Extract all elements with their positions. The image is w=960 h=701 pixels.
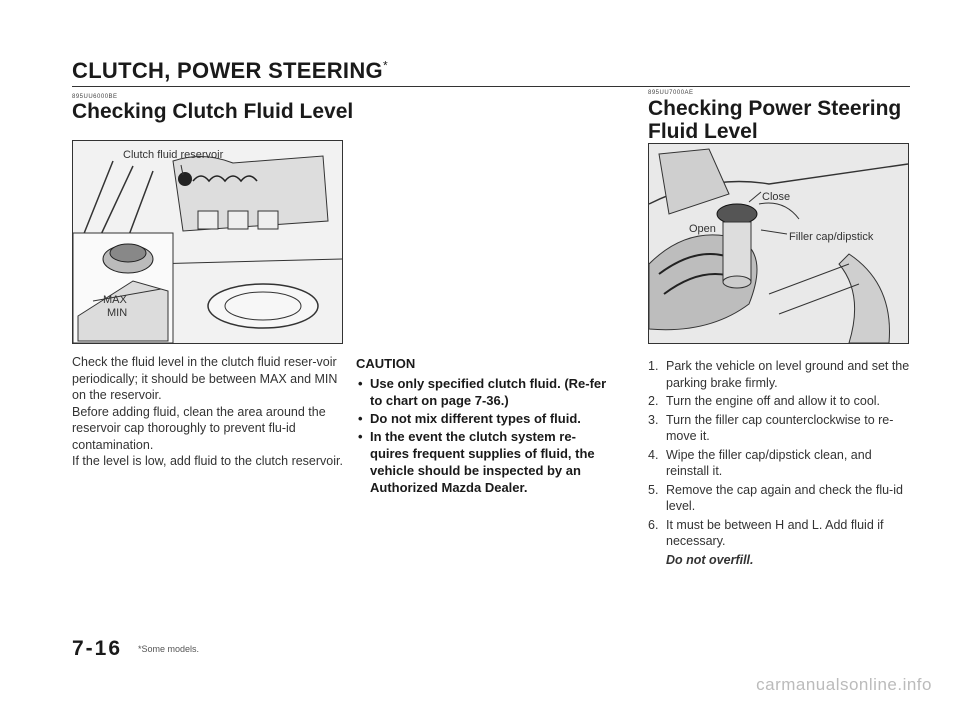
caution-item: Use only specified clutch fluid. (Re-fer… — [356, 375, 608, 409]
step-item: 6. It must be between H and L. Add fluid … — [648, 517, 914, 550]
power-steering-figure: Close Open Filler cap/dipstick — [648, 143, 909, 344]
step-item: 2. Turn the engine off and allow it to co… — [648, 393, 914, 410]
open-label: Open — [689, 223, 716, 235]
step-text: It must be between H and L. Add fluid if… — [666, 517, 884, 549]
left-section-code: 895UU6000BE — [72, 94, 118, 100]
page-header: CLUTCH, POWER STEERING* — [72, 58, 388, 84]
clutch-reservoir-figure: MAX MIN Clutch fluid reservoir — [72, 140, 343, 344]
left-section-title: Checking Clutch Fluid Level — [72, 100, 354, 123]
caution-title: CAUTION — [356, 356, 416, 371]
header-title-mark: * — [382, 58, 388, 73]
step-text: Park the vehicle on level ground and set… — [666, 359, 910, 390]
step-text: Turn the filler cap counterclockwise to … — [666, 412, 894, 444]
step-number: 5. — [648, 482, 659, 497]
right-body: 1. Park the vehicle on level ground and s… — [648, 358, 914, 568]
step-number: 6. — [648, 517, 659, 532]
right-section-code: 895UU7000AE — [648, 90, 694, 96]
left-body: Check the fluid level in the clutch flui… — [72, 354, 344, 470]
step-text: Wipe the filler cap/dipstick clean, and … — [666, 447, 872, 479]
page-number: 7-16 — [72, 637, 123, 660]
step-number: 1. — [648, 359, 659, 373]
step-text: Turn the engine off and allow it to cool… — [666, 394, 881, 408]
step-number: 2. — [648, 394, 659, 408]
filler-cap-label: Filler cap/dipstick — [789, 231, 874, 243]
steps-list: 1. Park the vehicle on level ground and s… — [648, 358, 914, 550]
footnote: *Some models. — [138, 644, 200, 654]
caution-block: CAUTION Use only specified clutch fluid.… — [356, 356, 608, 497]
caution-list: Use only specified clutch fluid. (Re-fer… — [356, 375, 608, 496]
step-item: 5. Remove the cap again and check the flu… — [648, 482, 914, 515]
left-paragraph-3: If the level is low, add fluid to the cl… — [72, 454, 343, 468]
header-title: CLUTCH, POWER STEERING — [72, 58, 383, 83]
left-paragraph-1: Check the fluid level in the clutch flui… — [72, 355, 338, 402]
watermark: carmanualsonline.info — [756, 675, 932, 694]
caution-item: Do not mix different types of fluid. — [356, 410, 608, 427]
step-number: 3. — [648, 412, 659, 427]
reservoir-min-mark: MIN — [107, 307, 127, 319]
left-paragraph-2: Before adding fluid, clean the area arou… — [72, 404, 326, 452]
step-item: 4. Wipe the filler cap/dipstick clean, an… — [648, 447, 914, 480]
header-rule — [72, 86, 910, 87]
overfill-warning: Do not overfill. — [666, 552, 754, 567]
step-item: 3. Turn the filler cap counterclockwise t… — [648, 412, 914, 445]
caution-item: In the event the clutch system re-quires… — [356, 428, 608, 496]
clutch-reservoir-label: Clutch fluid reservoir — [123, 149, 224, 161]
step-number: 4. — [648, 447, 659, 462]
close-label: Close — [762, 191, 790, 203]
right-section-title: Checking Power Steering Fluid Level — [648, 97, 902, 143]
reservoir-max-mark: MAX — [103, 294, 128, 306]
step-text: Remove the cap again and check the flu-i… — [666, 482, 903, 514]
step-item: 1. Park the vehicle on level ground and s… — [648, 358, 914, 391]
